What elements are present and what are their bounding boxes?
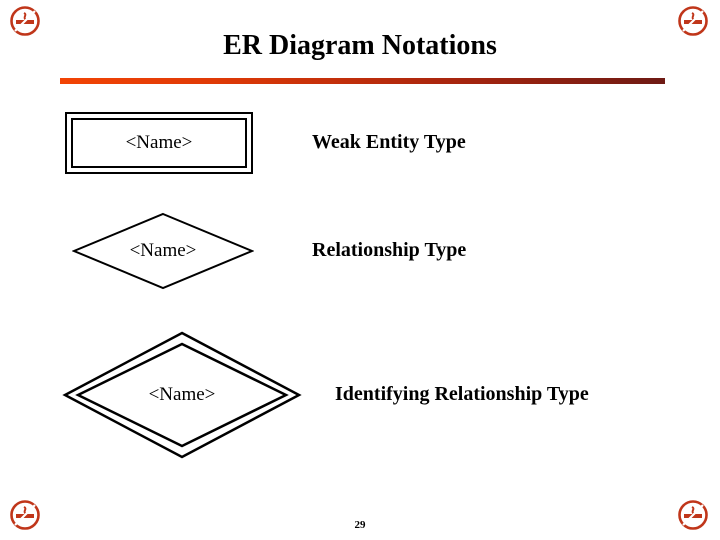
notation-caption-weak-entity: Weak Entity Type (312, 131, 466, 153)
page-title: ER Diagram Notations (223, 30, 497, 61)
slide-number: 29 (354, 519, 366, 531)
notation-caption-identifying-relationship: Identifying Relationship Type (335, 383, 589, 405)
double-rectangle-shape: <Name> (65, 112, 253, 174)
double-diamond-shape: <Name> (62, 330, 302, 460)
shape-label: <Name> (148, 384, 216, 405)
no-smoking-icon (8, 498, 42, 532)
no-smoking-icon (8, 4, 42, 38)
shape-label: <Name> (71, 118, 247, 168)
no-smoking-icon (676, 498, 710, 532)
diamond-shape: <Name> (72, 212, 254, 290)
no-smoking-icon (676, 4, 710, 38)
shape-label: <Name> (129, 240, 197, 261)
title-divider (60, 78, 665, 84)
notation-caption-relationship: Relationship Type (312, 239, 467, 261)
